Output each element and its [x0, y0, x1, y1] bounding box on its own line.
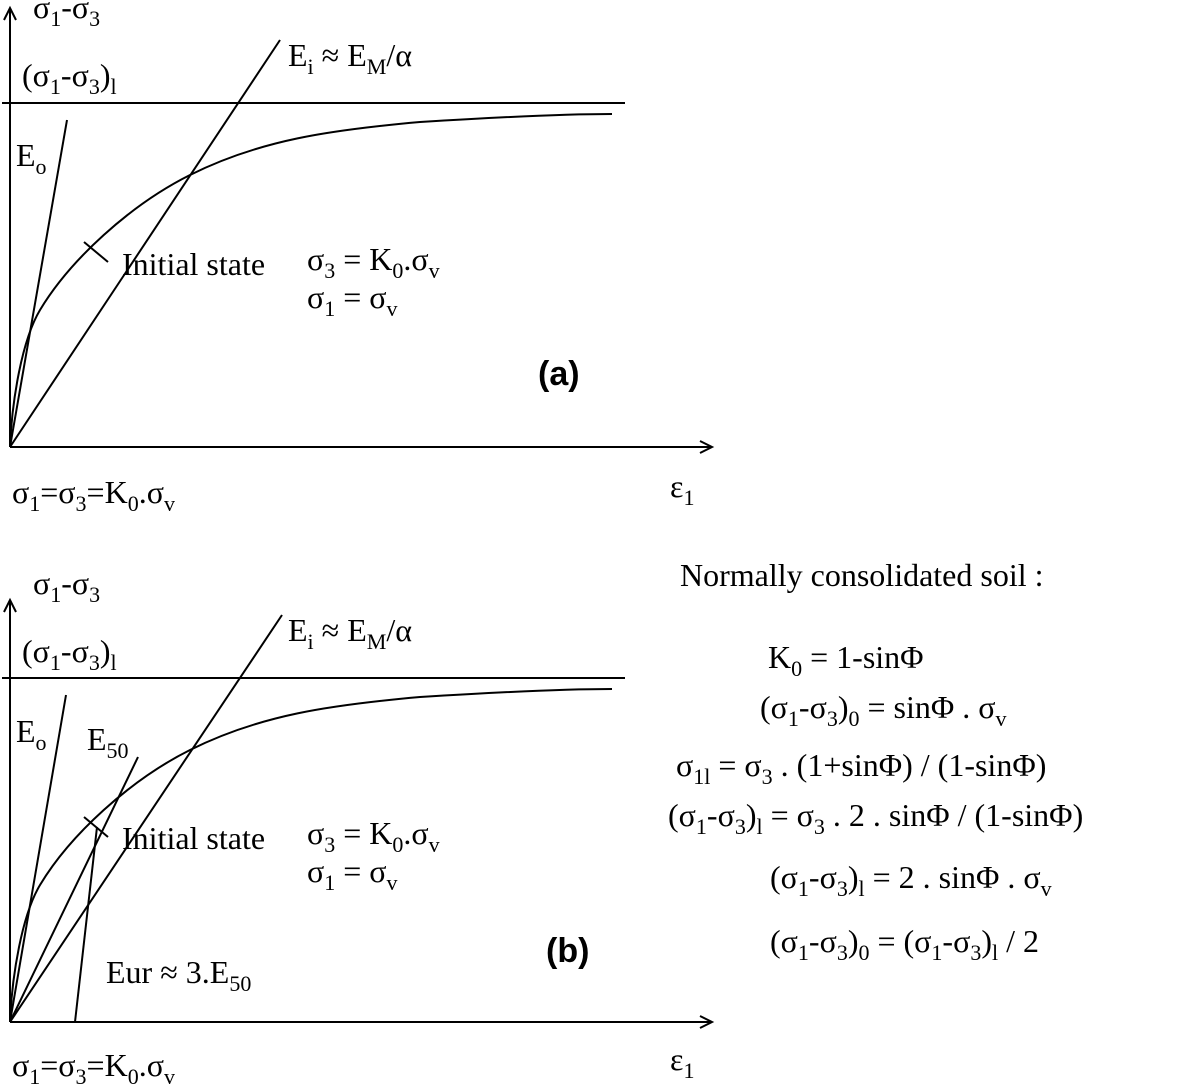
- panel-b-sigma3-equation: σ3 = K0.σv: [307, 815, 440, 857]
- panel-b-y-axis-arrow: [3, 597, 17, 613]
- panel-b: σ1-σ3 (σ1-σ3)l Eo E50 Ei ≈ EM/α Initial …: [2, 565, 715, 1088]
- panel-a-e0-line: [9, 119, 68, 448]
- panel-b-tag: (b): [546, 932, 589, 970]
- panel-b-stress-strain-curve: [9, 688, 613, 1023]
- panel-b-ei-label: Ei ≈ EM/α: [288, 612, 412, 654]
- panel-b-e50-label: E50: [87, 721, 129, 763]
- panel-b-sigma1-equation: σ1 = σv: [307, 853, 398, 895]
- panel-b-origin-label: σ1=σ3=K0.σv: [12, 1047, 175, 1088]
- panel-a-stress-strain-curve: [9, 113, 613, 448]
- panel-a-initial-state-label: Initial state: [122, 246, 265, 282]
- panel-a-sigma1-equation: σ1 = σv: [307, 279, 398, 321]
- panel-b-e50-line: [9, 756, 139, 1023]
- formula-sigma1-limit: σ1l = σ3 . (1+sinΦ) / (1-sinΦ): [676, 747, 1046, 789]
- panel-a-sigma3-equation: σ3 = K0.σv: [307, 241, 440, 283]
- panel-a-ei-line: [9, 39, 281, 448]
- panel-a-tag: (a): [538, 355, 580, 393]
- panel-b-e0-label: Eo: [16, 713, 47, 755]
- panel-b-eur-label: Eur ≈ 3.E50: [106, 954, 251, 996]
- formula-deviator-half-limit: (σ1-σ3)0 = (σ1-σ3)l / 2: [770, 923, 1039, 965]
- panel-a: σ1-σ3 (σ1-σ3)l Eo Ei ≈ EM/α Initial stat…: [2, 0, 715, 516]
- panel-b-initial-state-label: Initial state: [122, 820, 265, 856]
- panel-a-y-axis-arrow: [3, 5, 17, 21]
- panel-a-e0-label: Eo: [16, 137, 47, 179]
- panel-a-y-axis-label: σ1-σ3: [33, 0, 100, 31]
- panel-a-origin-label: σ1=σ3=K0.σv: [12, 474, 175, 516]
- panel-b-limit-label: (σ1-σ3)l: [22, 633, 117, 675]
- panel-a-x-axis-label: ε1: [670, 468, 694, 510]
- panel-a-x-axis-arrow: [699, 440, 715, 454]
- panel-b-initial-state-tick: [83, 816, 109, 838]
- formula-k0: K0 = 1-sinΦ: [768, 639, 924, 681]
- panel-a-initial-state-tick: [83, 241, 109, 263]
- panel-b-y-axis-label: σ1-σ3: [33, 565, 100, 607]
- panel-b-x-axis-label: ε1: [670, 1041, 694, 1083]
- formulas-heading: Normally consolidated soil :: [680, 557, 1044, 593]
- formulas-block: Normally consolidated soil : K0 = 1-sinΦ…: [668, 557, 1083, 965]
- panel-b-ei-line: [9, 614, 283, 1023]
- panel-b-e0-line: [9, 694, 67, 1023]
- formula-deviator-limit-sigma3: (σ1-σ3)l = σ3 . 2 . sinΦ / (1-sinΦ): [668, 797, 1083, 839]
- panel-b-x-axis-arrow: [699, 1015, 715, 1029]
- panel-a-limit-label: (σ1-σ3)l: [22, 57, 117, 99]
- panel-a-ei-label: Ei ≈ EM/α: [288, 37, 412, 79]
- formula-deviator-limit-sigmav: (σ1-σ3)l = 2 . sinΦ . σv: [770, 859, 1052, 901]
- formula-deviator-initial: (σ1-σ3)0 = sinΦ . σv: [760, 689, 1007, 731]
- panel-b-eur-line: [74, 826, 98, 1023]
